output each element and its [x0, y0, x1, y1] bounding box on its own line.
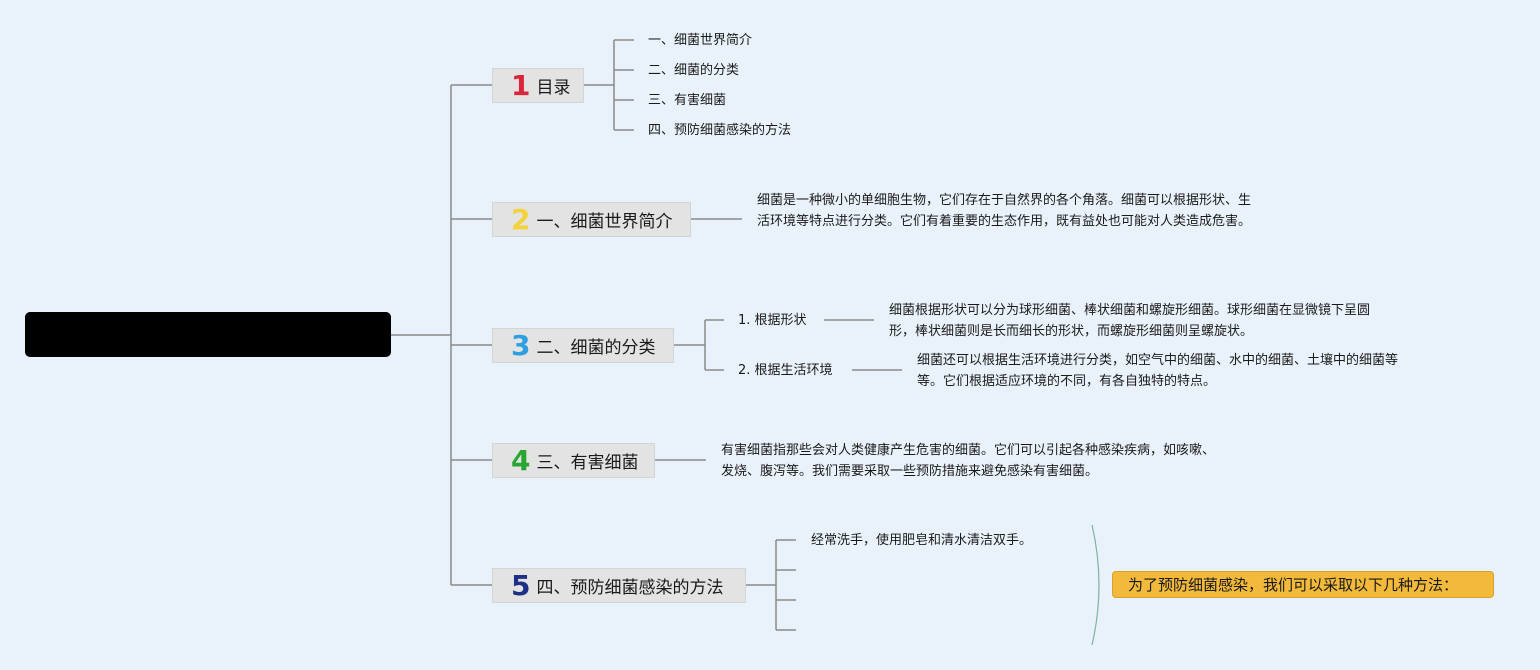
prevention-item[interactable]: 经常洗手，使用肥皂和清水清洁双手。: [811, 533, 1033, 548]
harmful-text[interactable]: 有害细菌指那些会对人类健康产生危害的细菌。它们可以引起各种感染疾病，如咳嗽、发烧…: [721, 443, 1216, 479]
branch-label: 二、细菌的分类: [536, 338, 656, 358]
branch-label: 一、细菌世界简介: [536, 212, 673, 232]
summary-text: 为了预防细菌感染，我们可以采取以下几种方法：: [1128, 576, 1459, 594]
branch-classification[interactable]: 3 二、细菌的分类: [492, 328, 674, 363]
branch-number-1: 1: [511, 68, 531, 102]
branch-number-4: 4: [511, 443, 531, 477]
branch-harmful[interactable]: 4 三、有害细菌: [492, 443, 655, 478]
branch-label: 四、预防细菌感染的方法: [536, 578, 724, 598]
branch-intro[interactable]: 2 一、细菌世界简介: [492, 202, 691, 237]
sub-topic-shape[interactable]: 1. 根据形状: [738, 313, 807, 328]
root-topic[interactable]: [25, 312, 391, 357]
shape-text[interactable]: 细菌根据形状可以分为球形细菌、棒状细菌和螺旋形细菌。球形细菌在显微镜下呈圆形，棒…: [889, 303, 1371, 339]
branch-prevention[interactable]: 5 四、预防细菌感染的方法: [492, 568, 746, 603]
branch-label: 三、有害细菌: [536, 453, 639, 473]
sub-topic-environment[interactable]: 2. 根据生活环境: [738, 363, 833, 378]
toc-item[interactable]: 四、预防细菌感染的方法: [648, 123, 792, 138]
toc-item[interactable]: 二、细菌的分类: [648, 63, 740, 78]
environment-text[interactable]: 细菌还可以根据生活环境进行分类，如空气中的细菌、水中的细菌、土壤中的细菌等等。它…: [917, 353, 1399, 389]
branch-label: 目录: [536, 78, 571, 98]
branch-number-5: 5: [511, 568, 531, 602]
summary-callout[interactable]: 为了预防细菌感染，我们可以采取以下几种方法：: [1112, 571, 1494, 598]
branch-toc[interactable]: 1 目录: [492, 68, 584, 103]
summary-brace: [1091, 524, 1100, 646]
intro-text[interactable]: 细菌是一种微小的单细胞生物，它们存在于自然界的各个角落。细菌可以根据形状、生活环…: [757, 193, 1252, 229]
toc-item[interactable]: 三、有害细菌: [648, 93, 727, 108]
branch-number-3: 3: [511, 328, 531, 362]
branch-number-2: 2: [511, 202, 531, 236]
toc-item[interactable]: 一、细菌世界简介: [648, 33, 753, 48]
